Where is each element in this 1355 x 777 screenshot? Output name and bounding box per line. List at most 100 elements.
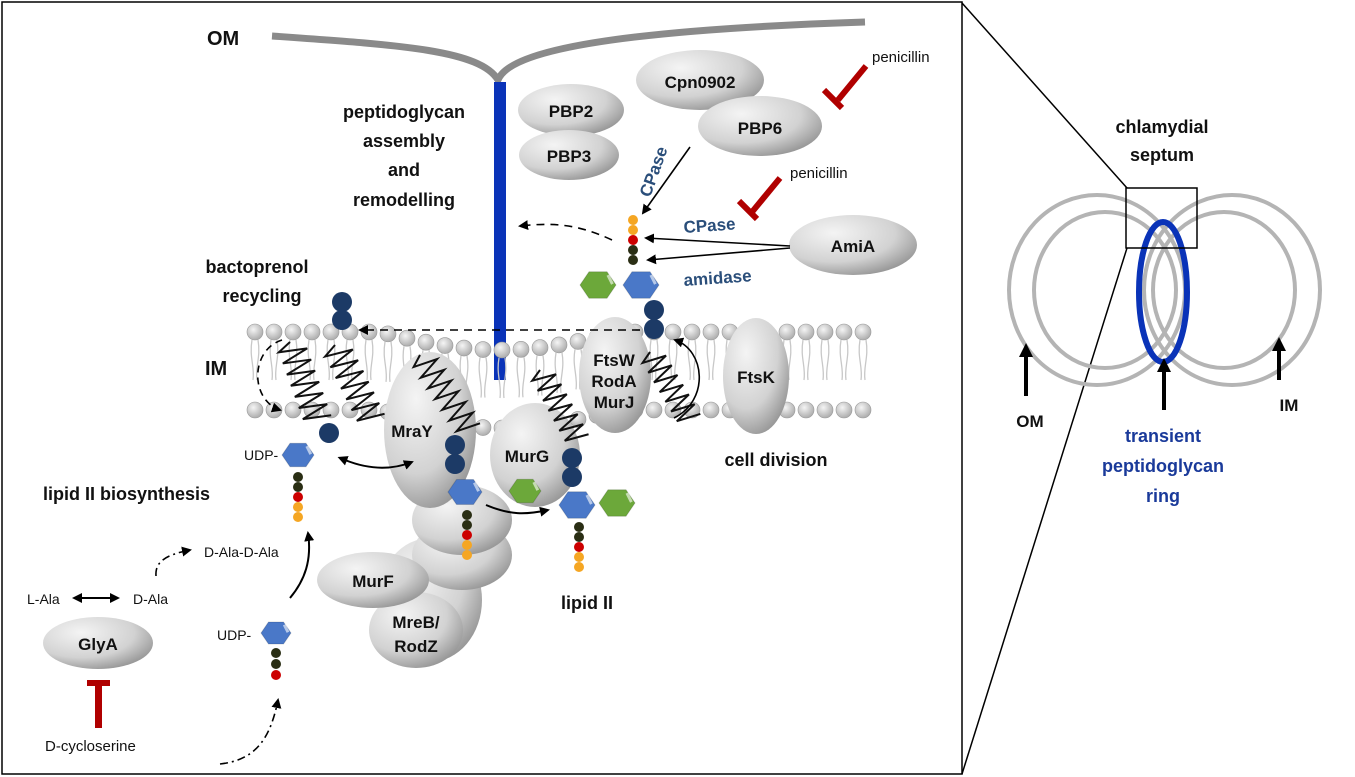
peptide-bead [462, 540, 472, 550]
lipid-tail [345, 339, 350, 381]
peptidoglycan-strand [494, 82, 506, 380]
lipid-tail [687, 339, 692, 381]
inset-title-2: septum [1130, 145, 1194, 165]
lipid-tail [706, 339, 711, 381]
peptide-bead [319, 423, 339, 443]
svg-text:MraY: MraY [391, 422, 433, 441]
svg-text:AmiA: AmiA [831, 237, 875, 256]
peptide-bead [293, 472, 303, 482]
lipid-head [417, 333, 435, 351]
bactoprenol-helix [529, 369, 589, 442]
lipid-tail [692, 339, 697, 381]
lipid-head [816, 323, 834, 341]
bactoprenol-helix [640, 351, 701, 423]
im-label: IM [205, 358, 227, 380]
peptide-bead [462, 550, 472, 560]
peptide-bead [271, 670, 281, 680]
lipid-head [322, 323, 340, 341]
lipid-tail [820, 339, 825, 381]
inset-im-left [1032, 210, 1178, 370]
lipid-tail [654, 339, 659, 381]
svg-text:MurJ: MurJ [594, 393, 635, 412]
peptide-bead [293, 482, 303, 492]
protein-murg: MurG [490, 403, 580, 507]
penicillin-label-2: penicillin [790, 165, 848, 182]
inset-ring-label-1: transient [1125, 426, 1201, 446]
lipid-head [474, 419, 492, 436]
lipid-head [797, 323, 815, 341]
inset-im-right [1151, 210, 1297, 370]
svg-text:Cpn0902: Cpn0902 [665, 73, 736, 92]
peptide-bead [574, 552, 584, 562]
udp-bottom-sugar-highlight [282, 624, 290, 633]
cell-division-label: cell division [724, 450, 827, 470]
svg-text:MreB/: MreB/ [392, 613, 440, 632]
protein-pbp3: PBP3 [519, 130, 619, 180]
lipid-head [645, 401, 663, 419]
protein-cpn0902: Cpn0902 [636, 50, 764, 110]
lipid-tail [388, 341, 393, 382]
peptide-bead [293, 512, 303, 522]
flipped-murnac-highlight [649, 274, 657, 285]
lipid-head [284, 401, 302, 419]
lipid-head [664, 323, 682, 341]
lipid-tail [269, 339, 274, 381]
glcnac-sugar-highlight [532, 481, 540, 491]
arrow-amia-cpase [644, 233, 791, 247]
lipid-tail [649, 339, 654, 381]
lipid-head [265, 323, 283, 341]
svg-text:PBP3: PBP3 [547, 147, 591, 166]
peptide-bead [293, 492, 303, 502]
lipid-tail [535, 355, 540, 396]
lipid-head [702, 401, 720, 419]
bactoprenol-recycling-label: bactoprenol recycling [205, 257, 308, 306]
lipid-head [550, 336, 568, 354]
peptide-bead [271, 648, 281, 658]
lipid-tail [711, 339, 716, 381]
lipid-tail [559, 352, 564, 393]
lipid-head [854, 323, 872, 341]
svg-text:FtsW: FtsW [593, 351, 636, 370]
lipid-tail [483, 357, 488, 398]
inhibitor-dcycloserine [87, 680, 110, 728]
lipid-tail [383, 341, 388, 382]
svg-text:PBP6: PBP6 [738, 119, 782, 138]
peptide-bead [644, 319, 664, 339]
svg-text:GlyA: GlyA [78, 635, 118, 654]
peptide-bead [628, 215, 638, 225]
peptide-bead [562, 467, 582, 487]
lipid2-label: lipid II [561, 593, 613, 613]
inset-ring-label-3: ring [1146, 486, 1180, 506]
molecules [260, 215, 664, 680]
lipid-head [835, 401, 853, 419]
lipid-tail [839, 339, 844, 381]
udp-murnac-sugar [281, 442, 315, 468]
inhibitor-penicillin-pbp6 [821, 64, 869, 111]
flipped-murnac [622, 271, 660, 299]
flipped-glcnac-highlight [606, 274, 614, 285]
lipid2-glcnac [598, 489, 636, 517]
lipid-head [246, 323, 264, 341]
peptide-bead [628, 235, 638, 245]
protein-ftsk: FtsK [723, 318, 789, 434]
bactoprenol-helices [275, 341, 701, 442]
peptide-bead [644, 300, 664, 320]
peptide-bead [562, 448, 582, 468]
protein-pbp6: PBP6 [698, 96, 822, 156]
dala-label: D-Ala [133, 591, 168, 607]
lipid-tail [863, 339, 868, 381]
svg-text:bactoprenol: bactoprenol [205, 257, 308, 277]
flipped-glcnac [579, 271, 617, 299]
lipid-tail [521, 357, 526, 398]
peptide-bead [332, 310, 352, 330]
svg-text:MurF: MurF [352, 572, 394, 591]
inhibitor-penicillin-cpase [736, 176, 783, 222]
lipid-tail [858, 339, 863, 381]
inset-zoom-box [1125, 187, 1198, 249]
lipid-tail [255, 339, 260, 381]
lipid-tail [516, 357, 521, 398]
arrow-to-udp-muramyl [289, 531, 315, 599]
protein-amia: AmiA [789, 215, 917, 275]
arrow-amia-amidase [646, 247, 791, 265]
